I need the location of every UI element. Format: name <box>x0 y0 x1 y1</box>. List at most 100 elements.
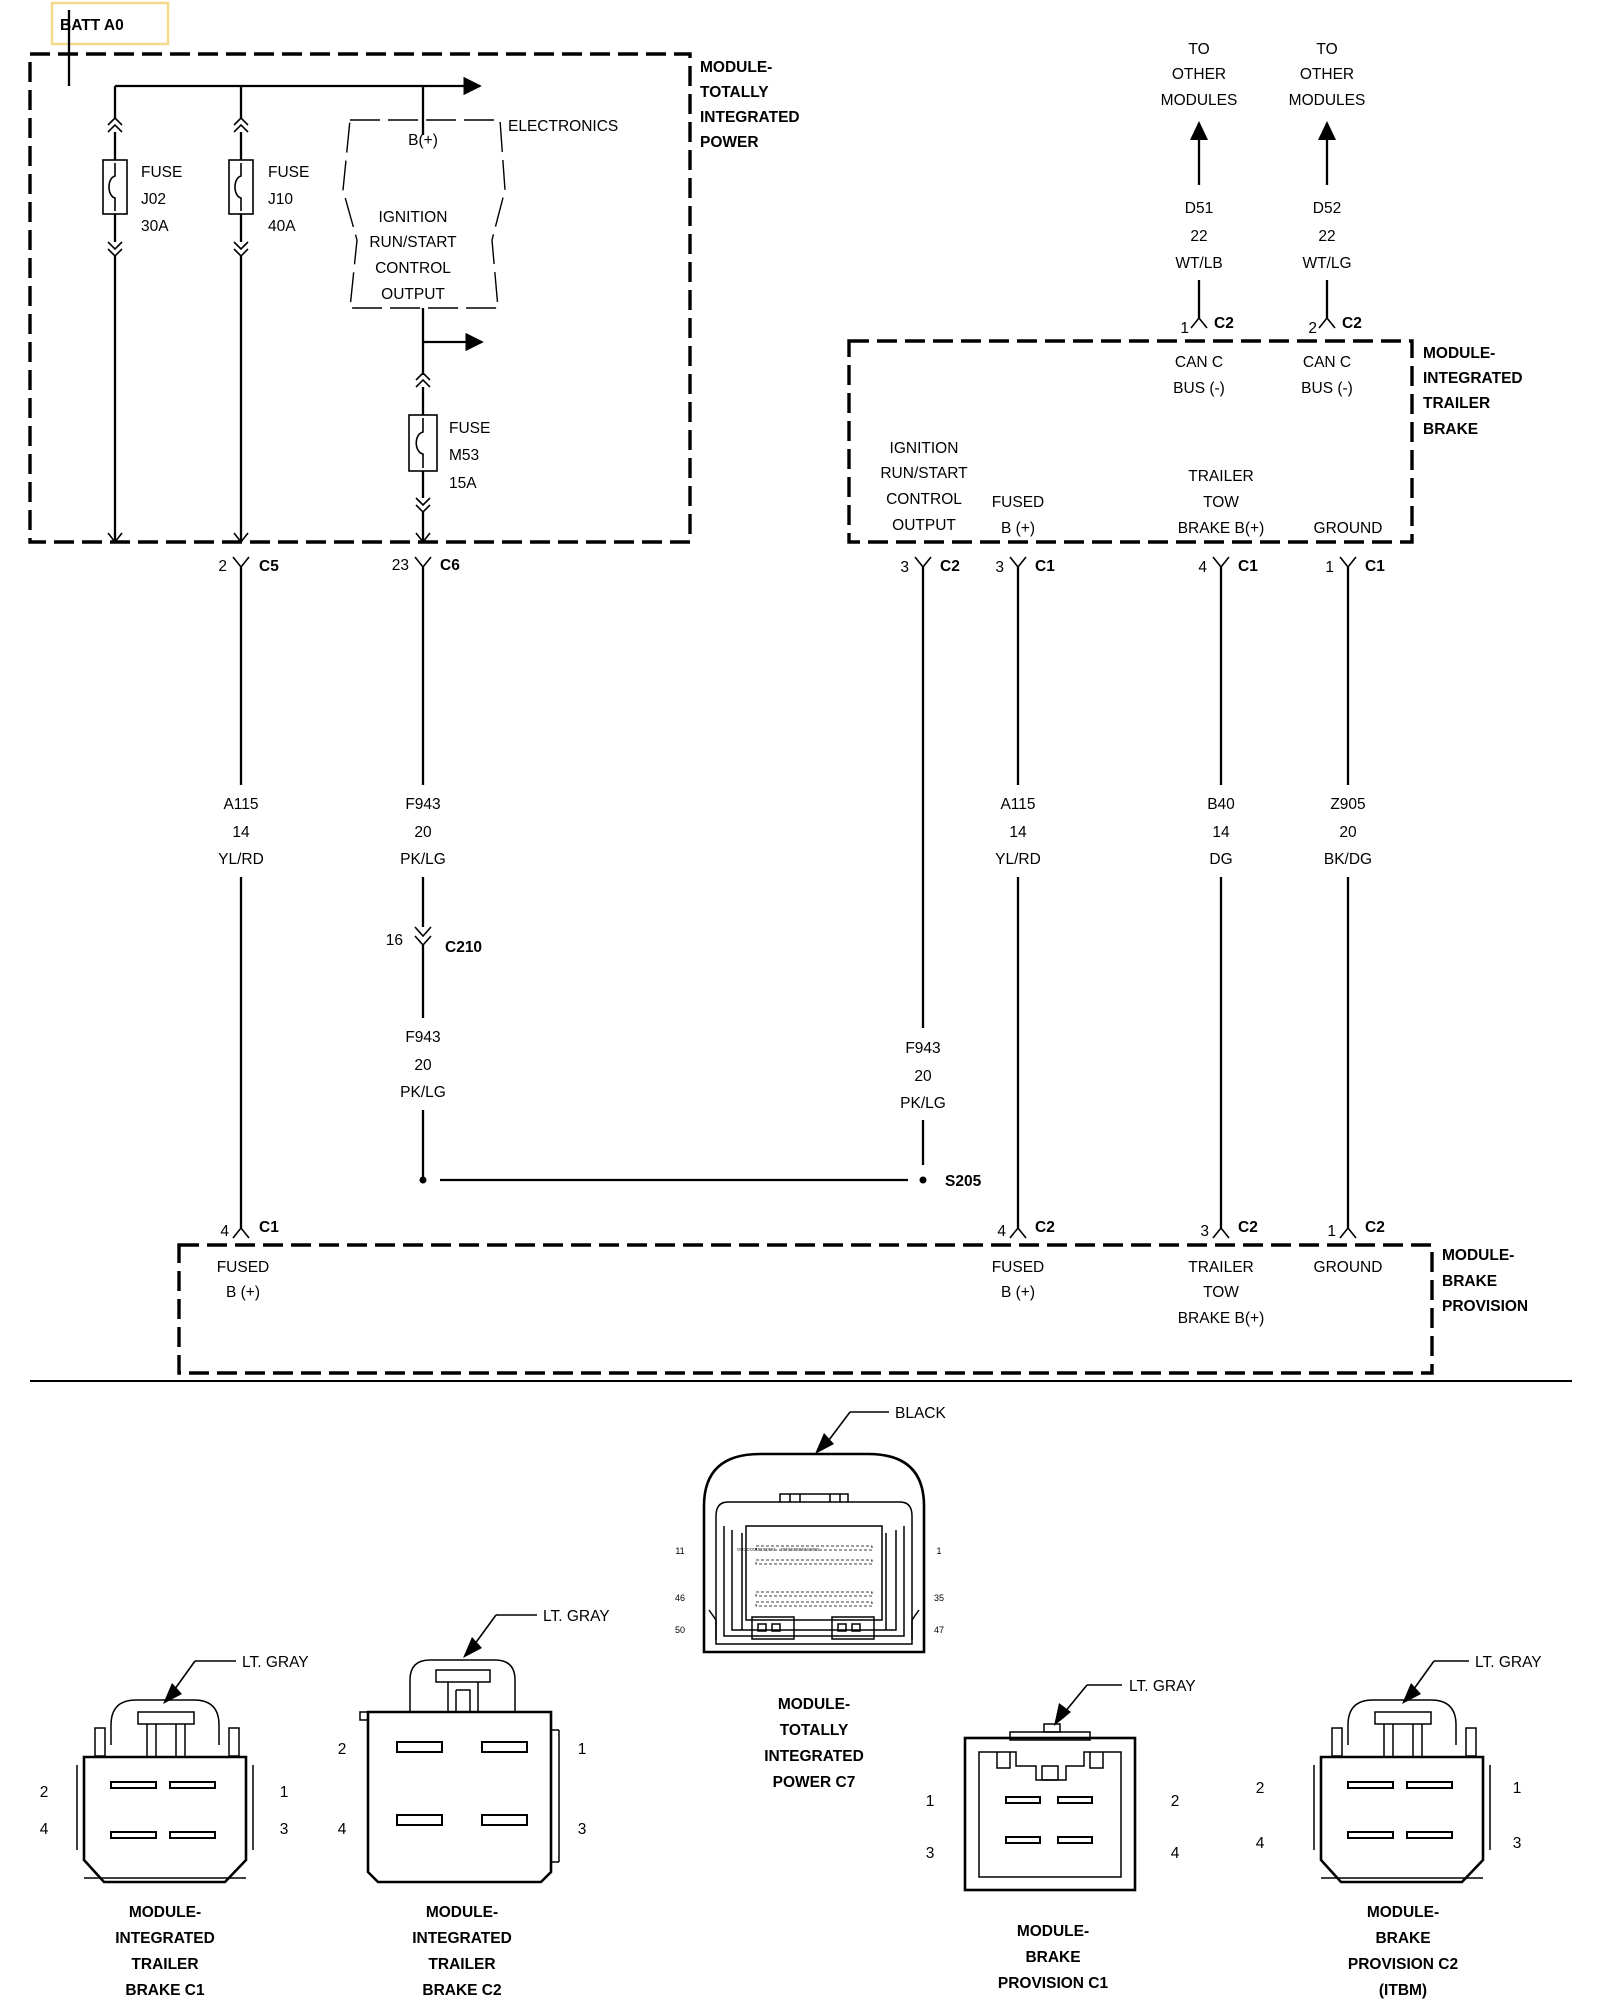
connector-id: C1 <box>1365 558 1385 575</box>
fuse-word: FUSE <box>449 420 490 437</box>
fuse-j10: FUSE J10 40A <box>228 116 309 544</box>
connector-caption: MODULE- <box>129 1904 201 1921</box>
wire-circuit: A115 <box>1000 796 1035 813</box>
pin-number: 1 <box>1325 559 1334 576</box>
pin-number: 1 <box>280 1784 289 1801</box>
connector-caption: TOTALLY <box>780 1722 849 1739</box>
wire-gauge: 22 <box>1318 228 1335 245</box>
connector-caption: BRAKE <box>1025 1949 1080 1966</box>
connector-caption: TRAILER <box>428 1956 495 1973</box>
wire-a115-right: A115 14 YL/RD <box>995 567 1041 1228</box>
pin-number: 1 <box>926 1793 935 1810</box>
pin-function: TOW <box>1203 494 1239 511</box>
terminal-slot <box>481 1741 528 1753</box>
wire-color: BK/DG <box>1324 851 1372 868</box>
connector-caption: POWER C7 <box>773 1774 856 1791</box>
wire-f943-left: F943 20 PK/LG 16 C210 F943 20 PK/LG <box>386 567 482 1180</box>
connector-caption: INTEGRATED <box>115 1930 215 1947</box>
bpm-pin-c2-3: 3 C2 TRAILER TOW BRAKE B(+) <box>1178 1219 1265 1327</box>
wire-circuit: A115 <box>223 796 258 813</box>
bpm-pin-c2-4: 4 C2 FUSED B (+) <box>992 1219 1055 1301</box>
tipm-title-line: INTEGRATED <box>700 109 800 126</box>
electronics-block: ELECTRONICS B(+) IGNITION RUN/START CONT… <box>342 118 618 309</box>
pin-number: 4 <box>40 1821 49 1838</box>
pin-number: 35 <box>934 1593 944 1603</box>
tipm-title-line: MODULE- <box>700 59 772 76</box>
wire-color: PK/LG <box>400 1084 446 1101</box>
wire-color: WT/LB <box>1175 255 1222 272</box>
fuse-rating: 40A <box>268 218 296 235</box>
pin-number: 46 <box>675 1593 685 1603</box>
pin-number: 4 <box>1198 559 1207 576</box>
wire-color: DG <box>1209 851 1232 868</box>
connector-color: LT. GRAY <box>1129 1678 1196 1695</box>
batt-label-text: BATT A0 <box>60 17 124 34</box>
connector-caption: PROVISION C1 <box>998 1975 1109 1992</box>
pin-number: 1 <box>1180 320 1189 337</box>
terminal-slot <box>1005 1796 1041 1804</box>
wire-b40: B40 14 DG <box>1207 567 1235 1228</box>
pin-function: BRAKE B(+) <box>1178 1310 1265 1327</box>
pin-function: GROUND <box>1314 1259 1383 1276</box>
fuse-rating: 30A <box>141 218 169 235</box>
pin-function: FUSED <box>992 1259 1045 1276</box>
wire-gauge: 14 <box>1009 824 1027 841</box>
connector-caption: BRAKE <box>1375 1930 1430 1947</box>
bpm-pin-c1-4: 4 C1 FUSED B (+) <box>217 1219 279 1301</box>
pointer-arrow-icon <box>463 1637 482 1658</box>
terminal-slot <box>396 1814 443 1826</box>
dest-label: OTHER <box>1172 66 1226 83</box>
connector-id: C1 <box>259 1219 279 1236</box>
fuse-m53: FUSE M53 15A <box>408 308 490 544</box>
tipm-title: MODULE- TOTALLY INTEGRATED POWER <box>700 59 800 151</box>
pin-number: 2 <box>1256 1780 1265 1797</box>
wire-z905: Z905 20 BK/DG <box>1324 567 1372 1228</box>
itbm-pin-c1-3: 3 C1 <box>995 556 1055 576</box>
ignition-output-line: RUN/START <box>369 234 457 251</box>
bpm-title: MODULE- BRAKE PROVISION <box>1442 1247 1528 1315</box>
pin-number: 3 <box>926 1845 935 1862</box>
terminal-slot <box>1057 1796 1093 1804</box>
bpm-title-line: MODULE- <box>1442 1247 1514 1264</box>
itbm-pin-c1-1: 1 C1 <box>1325 556 1385 576</box>
itbm-pin-c1-4: 4 C1 <box>1198 556 1258 576</box>
itbm-can-pin-2: TO OTHER MODULES D52 22 WT/LG 2 C2 CAN C… <box>1289 41 1366 397</box>
connector-id: C5 <box>259 558 279 575</box>
pin-function: TRAILER <box>1188 1259 1253 1276</box>
terminal-slot <box>169 1831 216 1839</box>
pin-number: 2 <box>218 558 227 575</box>
pointer-arrow-icon <box>815 1433 834 1454</box>
pin-number: 2 <box>338 1741 347 1758</box>
connector-caption: INTEGRATED <box>764 1748 864 1765</box>
wire-gauge: 20 <box>1339 824 1357 841</box>
pin-function: BRAKE B(+) <box>1178 520 1265 537</box>
pin-function: BUS (-) <box>1173 380 1225 397</box>
pin-function: FUSED <box>992 494 1045 511</box>
connector-id: C2 <box>940 558 960 575</box>
connector-caption: (ITBM) <box>1379 1982 1427 1999</box>
wire-gauge: 20 <box>414 1057 432 1074</box>
wire-circuit: D51 <box>1185 200 1213 217</box>
pin-number: 4 <box>220 1223 229 1240</box>
wire-gauge: 20 <box>414 824 432 841</box>
itbm-module: MODULE- INTEGRATED TRAILER BRAKE TO OTHE… <box>847 41 1523 544</box>
pin-number: 4 <box>1171 1845 1180 1862</box>
itbm-title-line: INTEGRATED <box>1423 370 1523 387</box>
pin-number: 16 <box>386 932 403 949</box>
connector-caption: TRAILER <box>131 1956 198 1973</box>
connector-id: C2 <box>1238 1219 1258 1236</box>
bpm-title-line: BRAKE <box>1442 1273 1497 1290</box>
pin-number: 3 <box>1513 1835 1522 1852</box>
connector-color: LT. GRAY <box>1475 1654 1542 1671</box>
b-plus-label: B(+) <box>408 132 438 149</box>
fuse-j02: FUSE J02 30A <box>102 116 182 544</box>
pin-function: FUSED <box>217 1259 270 1276</box>
pin-number: 2 <box>1308 320 1317 337</box>
bpm-boundary <box>177 1243 1434 1375</box>
bpm-title-line: PROVISION <box>1442 1298 1528 1315</box>
splice-s205: S205 <box>419 1173 982 1190</box>
terminal-slot <box>110 1831 157 1839</box>
wire-circuit: D52 <box>1313 200 1341 217</box>
pointer-arrow-icon <box>1054 1703 1071 1726</box>
ignition-output-line: CONTROL <box>375 260 451 277</box>
